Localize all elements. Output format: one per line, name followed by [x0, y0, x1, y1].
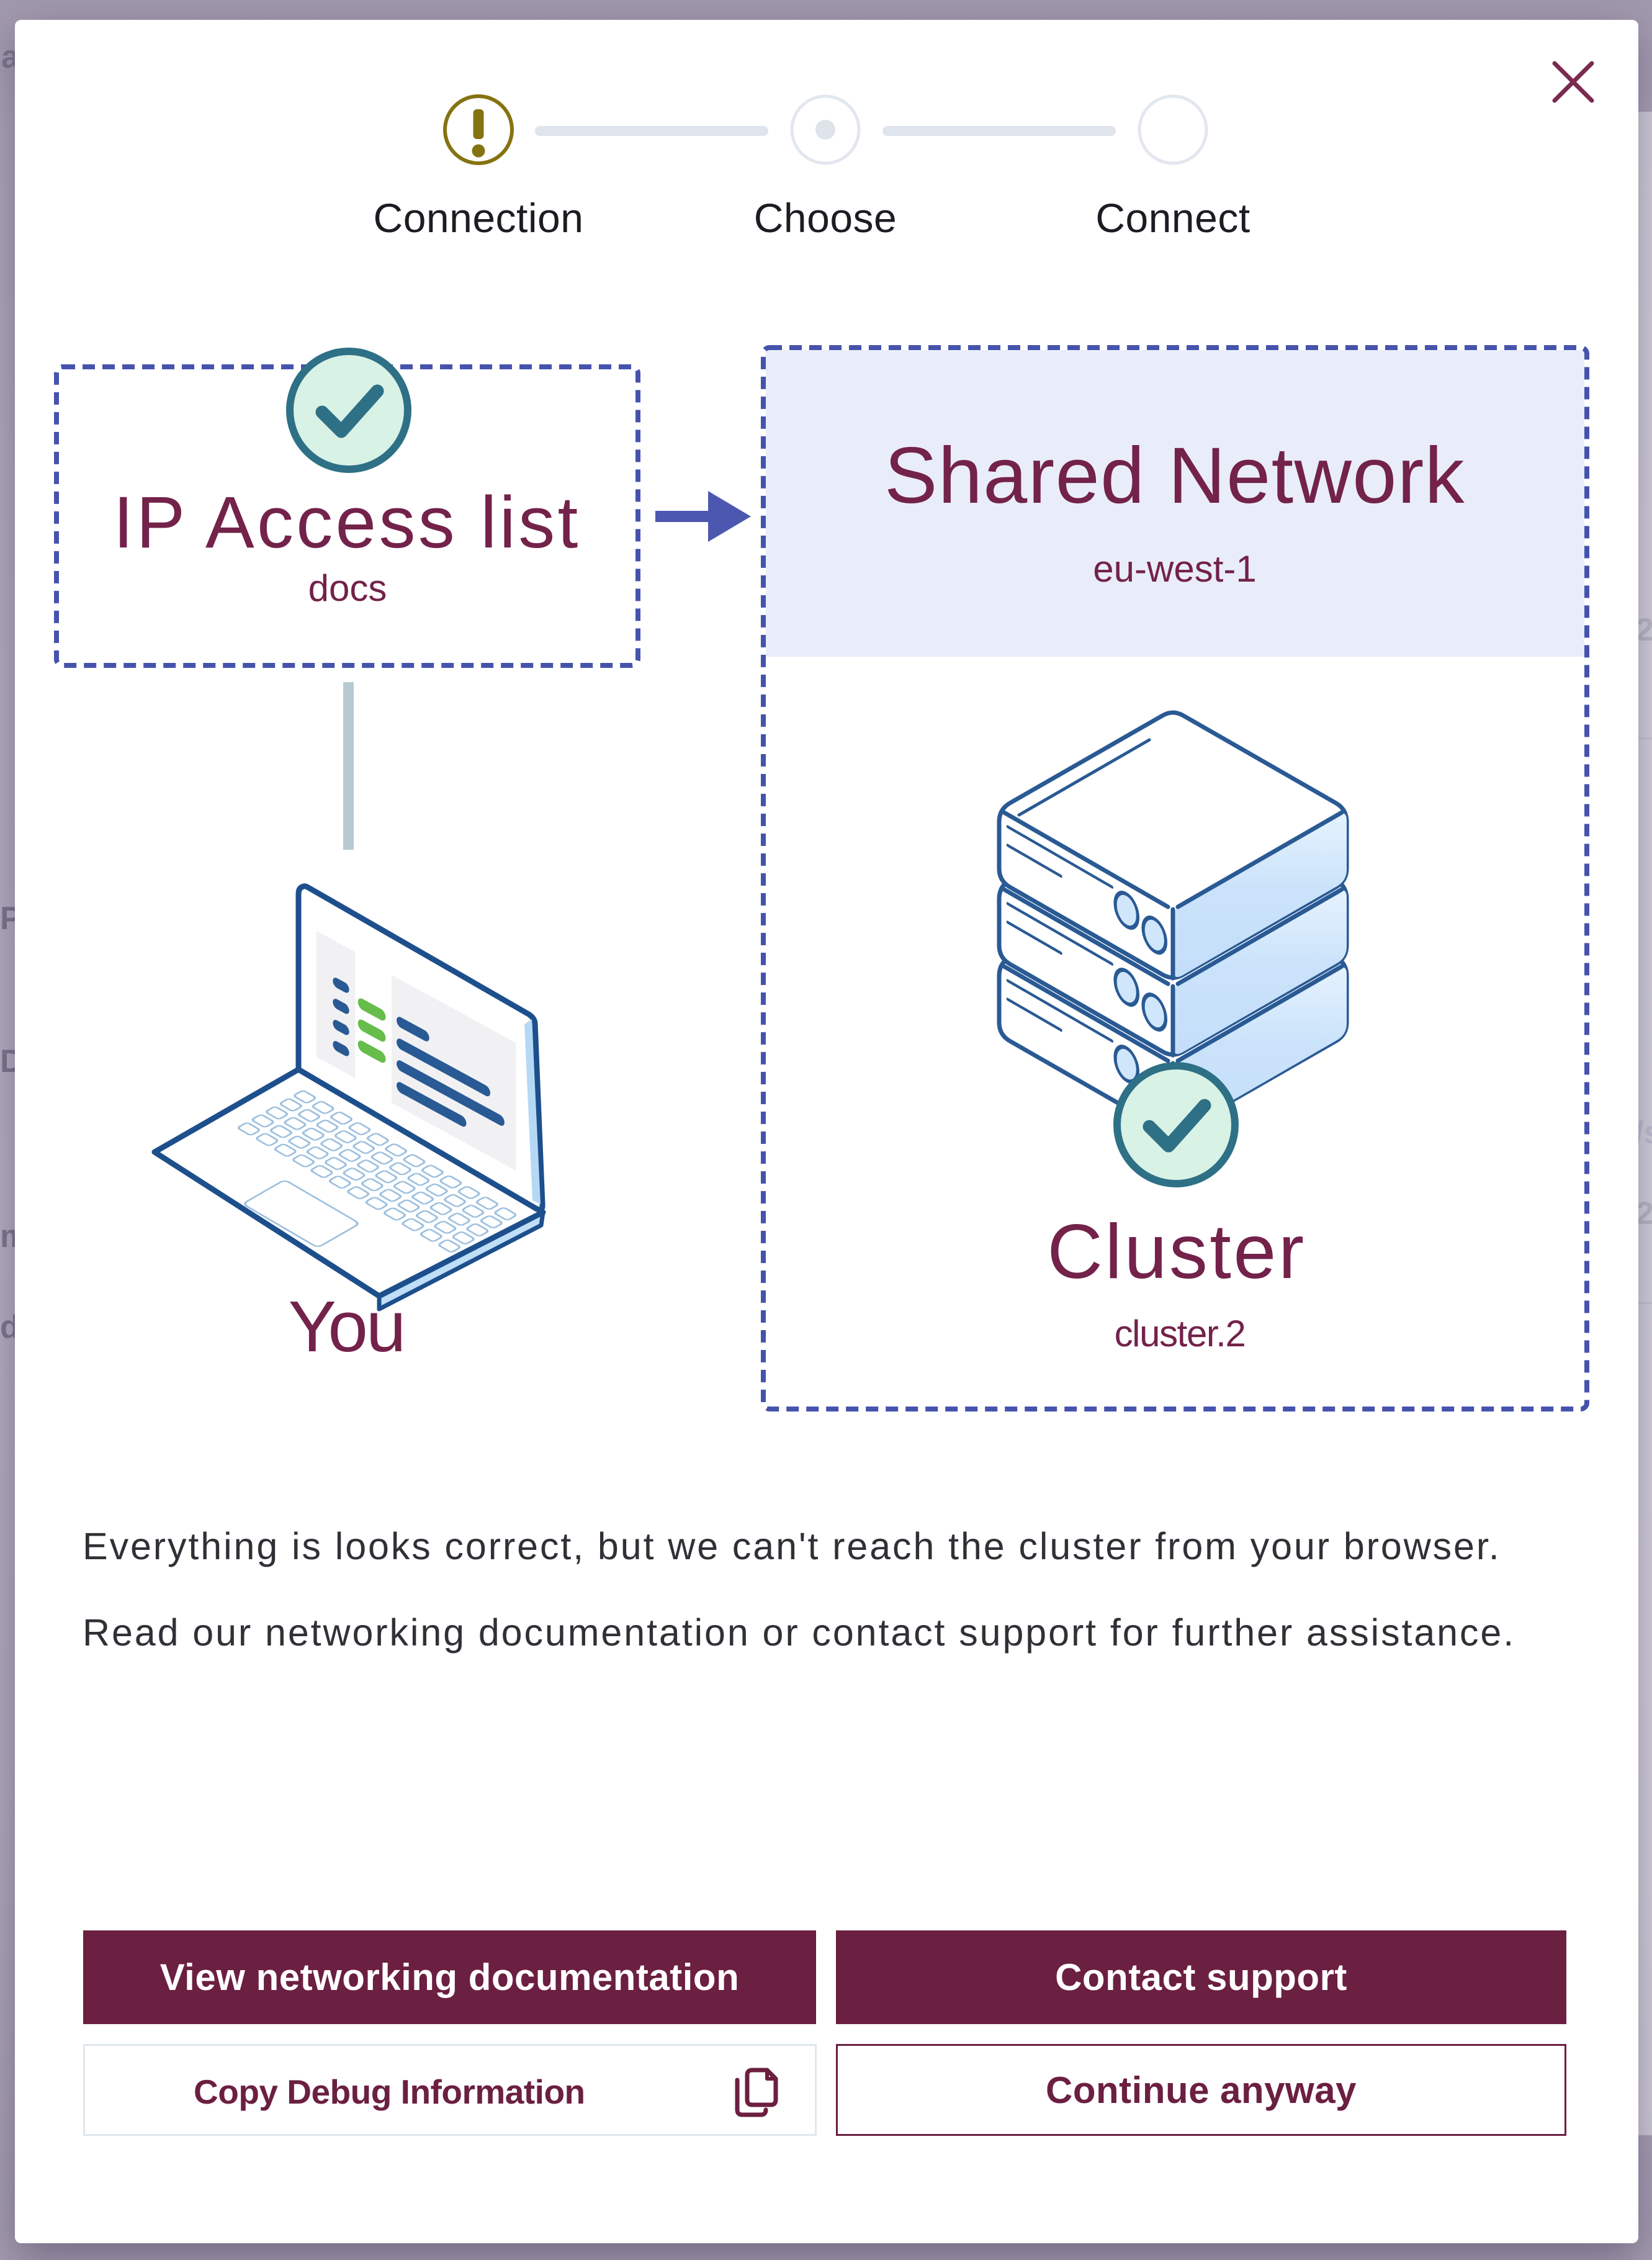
copy-debug-information-label: Copy Debug Information [194, 2073, 585, 2111]
copy-icon [735, 2068, 778, 2117]
you-label: You [288, 1286, 406, 1367]
continue-anyway-button[interactable]: Continue anyway [836, 2044, 1566, 2136]
connection-troubleshoot-modal [15, 20, 1638, 2243]
close-icon [1552, 61, 1594, 103]
message-line-2: Read our networking documentation or con… [83, 1611, 1516, 1654]
cluster-subtitle: cluster.2 [1114, 1313, 1246, 1354]
step-label-connection[interactable]: Connection [373, 195, 584, 241]
view-networking-documentation-label: View networking documentation [159, 1956, 740, 1998]
contact-support-label: Contact support [1055, 1956, 1347, 1998]
contact-support-button[interactable]: Contact support [836, 1930, 1566, 2024]
shared-network-title: Shared Network [884, 431, 1465, 520]
cluster-title: Cluster [1047, 1209, 1306, 1295]
continue-anyway-label: Continue anyway [1046, 2069, 1357, 2111]
message-line-1: Everything is looks correct, but we can'… [83, 1525, 1501, 1567]
docs-link[interactable]: docs [308, 567, 387, 609]
backdrop-light-strip [1637, 112, 1652, 2135]
copy-debug-information-button[interactable]: Copy Debug Information [83, 2044, 817, 2136]
step-label-choose[interactable]: Choose [753, 195, 897, 241]
shared-network-subtitle: eu-west-1 [1093, 548, 1257, 590]
close-button[interactable] [1533, 42, 1613, 122]
view-networking-documentation-button[interactable]: View networking documentation [83, 1930, 816, 2024]
step-label-connect[interactable]: Connect [1095, 195, 1250, 241]
ip-access-title: IP Access list [113, 482, 581, 564]
